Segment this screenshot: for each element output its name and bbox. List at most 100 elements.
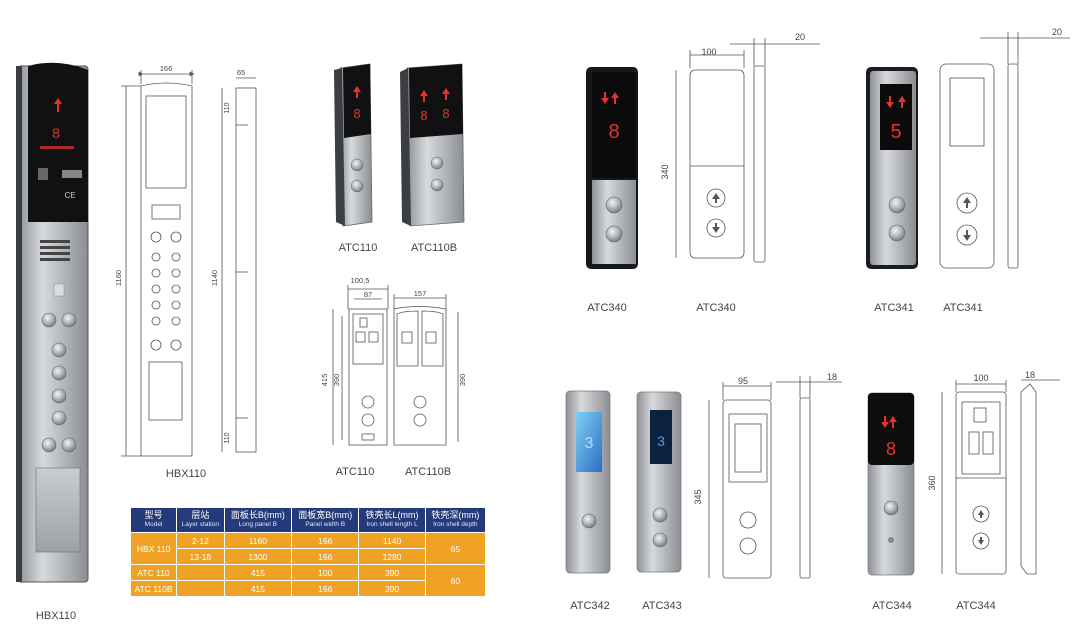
atc110b-photo-caption: ATC110B (411, 242, 457, 254)
atc344-depth-dim: 18 (1025, 370, 1035, 380)
table-row: ATC 110B 415 166 390 (129, 580, 486, 597)
atc110b-height-shell-dim: 390 (458, 374, 467, 387)
atc110b-floor-digit-1: 8 (420, 108, 427, 123)
cell-long: 1160 (223, 532, 293, 549)
atc341-photo-caption: ATC341 (874, 302, 914, 314)
header-shell-length: 铁壳长L(mm)Iron shell length L (358, 507, 426, 533)
cell-long: 415 (223, 564, 293, 581)
hbx110-photo: 8 CE (16, 62, 89, 583)
atc110-inner-width-dim: 87 (364, 290, 372, 299)
cell-model: ATC 110B (129, 580, 178, 597)
atc110-drawing (332, 285, 389, 446)
atc110b-floor-digit-2: 8 (442, 106, 449, 121)
atc344-floor-digit: 8 (886, 439, 896, 459)
cell-shell-length: 390 (358, 580, 426, 597)
cell-long: 415 (223, 580, 293, 597)
atc110-photo: 8 (334, 63, 373, 227)
up-arrow-icon (611, 92, 619, 104)
atc343-drawing (708, 376, 842, 579)
atc343-photo: 3 (636, 391, 682, 573)
atc344-photo-caption: ATC344 (872, 600, 912, 612)
hbx110-top-margin-dim: 110 (224, 102, 231, 113)
atc110-drawing-caption: ATC110 (336, 466, 375, 478)
hbx110-drawing-caption: HBX110 (166, 468, 206, 480)
atc341-drawing (939, 32, 1070, 269)
atc110b-width-dim: 157 (414, 289, 427, 298)
atc110-outer-width-dim: 100,5 (351, 276, 370, 285)
atc344-height-dim: 360 (927, 475, 937, 490)
atc340-depth-dim: 20 (795, 32, 805, 42)
up-arrow-icon (889, 416, 897, 428)
down-arrow-icon (712, 223, 720, 233)
cell-station: 2-12 (176, 532, 225, 549)
down-arrow-icon (881, 416, 889, 428)
atc344-photo: 8 (867, 392, 915, 576)
atc342-floor-digit: 3 (585, 435, 594, 452)
atc344-drawing (941, 379, 1060, 575)
hbx110-width-dim: 166 (160, 64, 173, 73)
cell-depth: 65 (424, 532, 487, 565)
cell-depth: 60 (424, 564, 487, 597)
header-shell-depth: 铁壳深(mm)Iron shell depth (424, 507, 487, 533)
atc110-floor-digit: 8 (353, 106, 360, 121)
atc340-width-dim: 100 (701, 47, 716, 57)
atc341-floor-digit: 5 (890, 121, 901, 143)
atc343-depth-dim: 18 (827, 372, 837, 382)
atc340-photo-caption: ATC340 (587, 302, 627, 314)
cell-station: 13-18 (176, 548, 225, 565)
atc342-photo: 3 (565, 390, 611, 574)
atc341-depth-dim: 20 (1052, 27, 1062, 37)
down-arrow-icon (978, 537, 984, 545)
table-row: 13-18 1300 166 1280 (131, 548, 486, 565)
up-arrow-icon (54, 98, 62, 112)
cell-width: 166 (291, 580, 360, 597)
cell-width: 100 (291, 564, 360, 581)
hbx110-service-box (35, 467, 81, 553)
hbx110-floor-digit: 8 (52, 125, 60, 141)
cell-station (176, 564, 225, 581)
atc341-photo: 5 (866, 67, 918, 269)
atc110-photo-caption: ATC110 (339, 242, 378, 254)
cell-long: 1300 (223, 548, 293, 565)
down-arrow-icon (963, 230, 971, 241)
cell-shell-length: 1140 (358, 532, 426, 549)
up-arrow-icon (353, 86, 361, 98)
hbx110-buttons (41, 312, 77, 453)
atc342-photo-caption: ATC342 (570, 600, 610, 612)
cell-station (176, 580, 225, 597)
cell-width: 166 (291, 532, 360, 549)
hbx110-bottom-margin-dim: 110 (224, 432, 231, 443)
atc340-height-dim: 340 (660, 164, 670, 179)
svg-text:CE: CE (64, 191, 75, 200)
cell-shell-length: 390 (358, 564, 426, 581)
cell-model: HBX 110 (129, 532, 178, 565)
atc110b-drawing (393, 294, 459, 446)
up-arrow-icon (712, 193, 720, 203)
atc340-photo: 8 (586, 67, 638, 269)
speaker-grille (40, 240, 70, 261)
hbx110-status-icons (38, 168, 48, 180)
up-arrow-icon (898, 96, 906, 108)
hbx110-depth-dim: 65 (237, 68, 245, 77)
table-row: HBX 110 2-12 1160 166 1140 65 (129, 532, 487, 565)
atc341-drawing-caption: ATC341 (943, 302, 983, 314)
atc110b-drawing-caption: ATC110B (405, 466, 451, 478)
atc343-width-dim: 95 (738, 376, 748, 386)
cell-shell-length: 1280 (358, 548, 426, 565)
up-arrow-icon (978, 510, 984, 518)
atc340-floor-digit: 8 (608, 121, 619, 143)
atc344-width-dim: 100 (973, 373, 988, 383)
cell-width: 166 (291, 548, 360, 565)
atc340-drawing-caption: ATC340 (696, 302, 736, 314)
cell-model: ATC 110 (129, 564, 178, 581)
down-arrow-icon (601, 92, 609, 104)
hbx110-height-shell-dim: 1140 (210, 270, 219, 286)
atc110-height-shell-dim: 390 (332, 374, 341, 387)
down-arrow-icon (886, 96, 894, 108)
up-arrow-icon (420, 90, 428, 102)
hbx110-height-total-dim: 1160 (114, 270, 123, 286)
